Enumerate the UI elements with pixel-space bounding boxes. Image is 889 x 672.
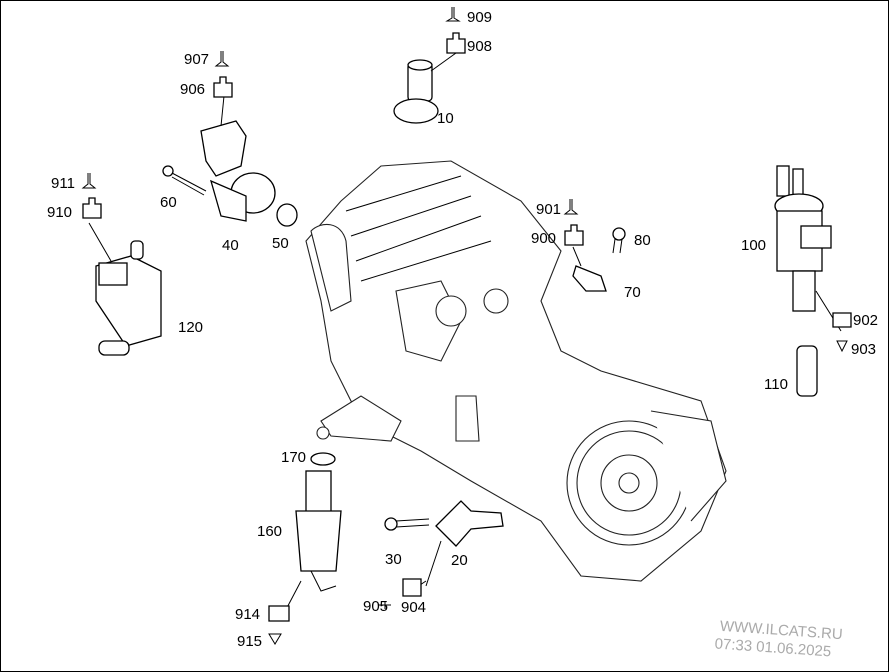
callout-labels: 909 908 907 906 10 911 910 60 40 50 120 … — [47, 9, 878, 650]
part-30-bolt — [384, 517, 430, 531]
callout-907: 907 — [184, 51, 209, 68]
callout-80: 80 — [634, 232, 651, 249]
callout-906: 906 — [180, 81, 205, 98]
part-120-valve — [95, 240, 162, 356]
callout-110: 110 — [764, 376, 788, 393]
part-170-seal-ring — [310, 452, 336, 466]
engine-assembly — [305, 160, 727, 582]
callout-911: 911 — [51, 175, 75, 192]
callout-903: 903 — [851, 341, 876, 358]
callout-914: 914 — [235, 606, 260, 623]
callout-30: 30 — [385, 551, 402, 568]
watermark: WWW.ILCATS.RU 07:33 01.06.2025 — [714, 618, 843, 661]
part-70-knock-sensor — [572, 265, 607, 292]
callout-160: 160 — [257, 523, 282, 540]
callout-904: 904 — [401, 599, 426, 616]
part-100-valve — [774, 165, 832, 312]
callout-901: 901 — [536, 201, 561, 218]
part-160-sensor — [295, 470, 342, 592]
part-110-cap — [796, 345, 818, 397]
callout-70: 70 — [624, 284, 641, 301]
part-40-camshaft-sensor — [200, 120, 276, 222]
callout-60: 60 — [160, 194, 177, 211]
callout-10: 10 — [437, 110, 454, 127]
callout-909: 909 — [467, 9, 492, 26]
callout-910: 910 — [47, 204, 72, 221]
callout-900: 900 — [531, 230, 556, 247]
connector-housing-icon — [82, 32, 852, 622]
callout-20: 20 — [451, 552, 468, 569]
callout-908: 908 — [467, 38, 492, 55]
callout-915: 915 — [237, 633, 262, 650]
callout-120: 120 — [178, 319, 203, 336]
part-50-seal-ring — [276, 203, 298, 227]
callout-905: 905 — [363, 598, 388, 615]
callout-50: 50 — [272, 235, 289, 252]
terminal-pin-icon — [81, 7, 848, 645]
callout-100: 100 — [741, 237, 766, 254]
part-10-sensor — [393, 59, 439, 124]
callout-902: 902 — [853, 312, 878, 329]
part-60-bolt — [162, 165, 207, 196]
callout-170: 170 — [281, 449, 306, 466]
leader-lines — [88, 52, 842, 620]
part-20-sensor — [425, 500, 504, 587]
callout-40: 40 — [222, 237, 239, 254]
part-80-bolt — [612, 227, 626, 254]
